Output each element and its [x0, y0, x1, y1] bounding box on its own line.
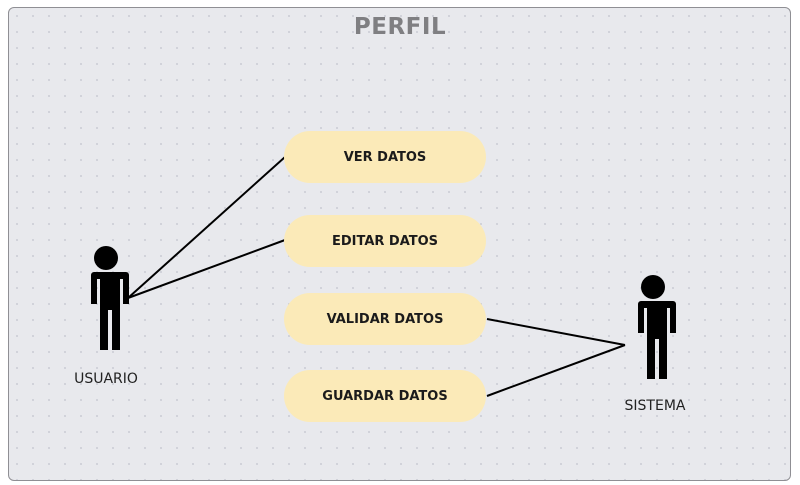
diagram-title: PERFIL [353, 14, 447, 40]
use-case-label: GUARDAR DATOS [322, 388, 448, 404]
use-case-editar-datos[interactable]: EDITAR DATOS [284, 215, 486, 267]
use-case-ver-datos[interactable]: VER DATOS [284, 131, 486, 183]
actor-usuario-label: USUARIO [74, 371, 138, 387]
association-usuario-editar [127, 239, 286, 299]
use-case-label: VALIDAR DATOS [326, 311, 444, 327]
use-case-label: EDITAR DATOS [331, 233, 439, 249]
association-sistema-validar [486, 318, 626, 346]
actor-usuario-icon[interactable] [82, 246, 130, 350]
actor-sistema-icon[interactable] [629, 275, 677, 379]
association-usuario-ver [127, 156, 286, 299]
actor-sistema-label: SISTEMA [624, 398, 686, 414]
association-sistema-guardar [486, 344, 626, 397]
use-case-guardar-datos[interactable]: GUARDAR DATOS [284, 370, 486, 422]
use-case-validar-datos[interactable]: VALIDAR DATOS [284, 293, 486, 345]
use-case-label: VER DATOS [343, 149, 427, 165]
